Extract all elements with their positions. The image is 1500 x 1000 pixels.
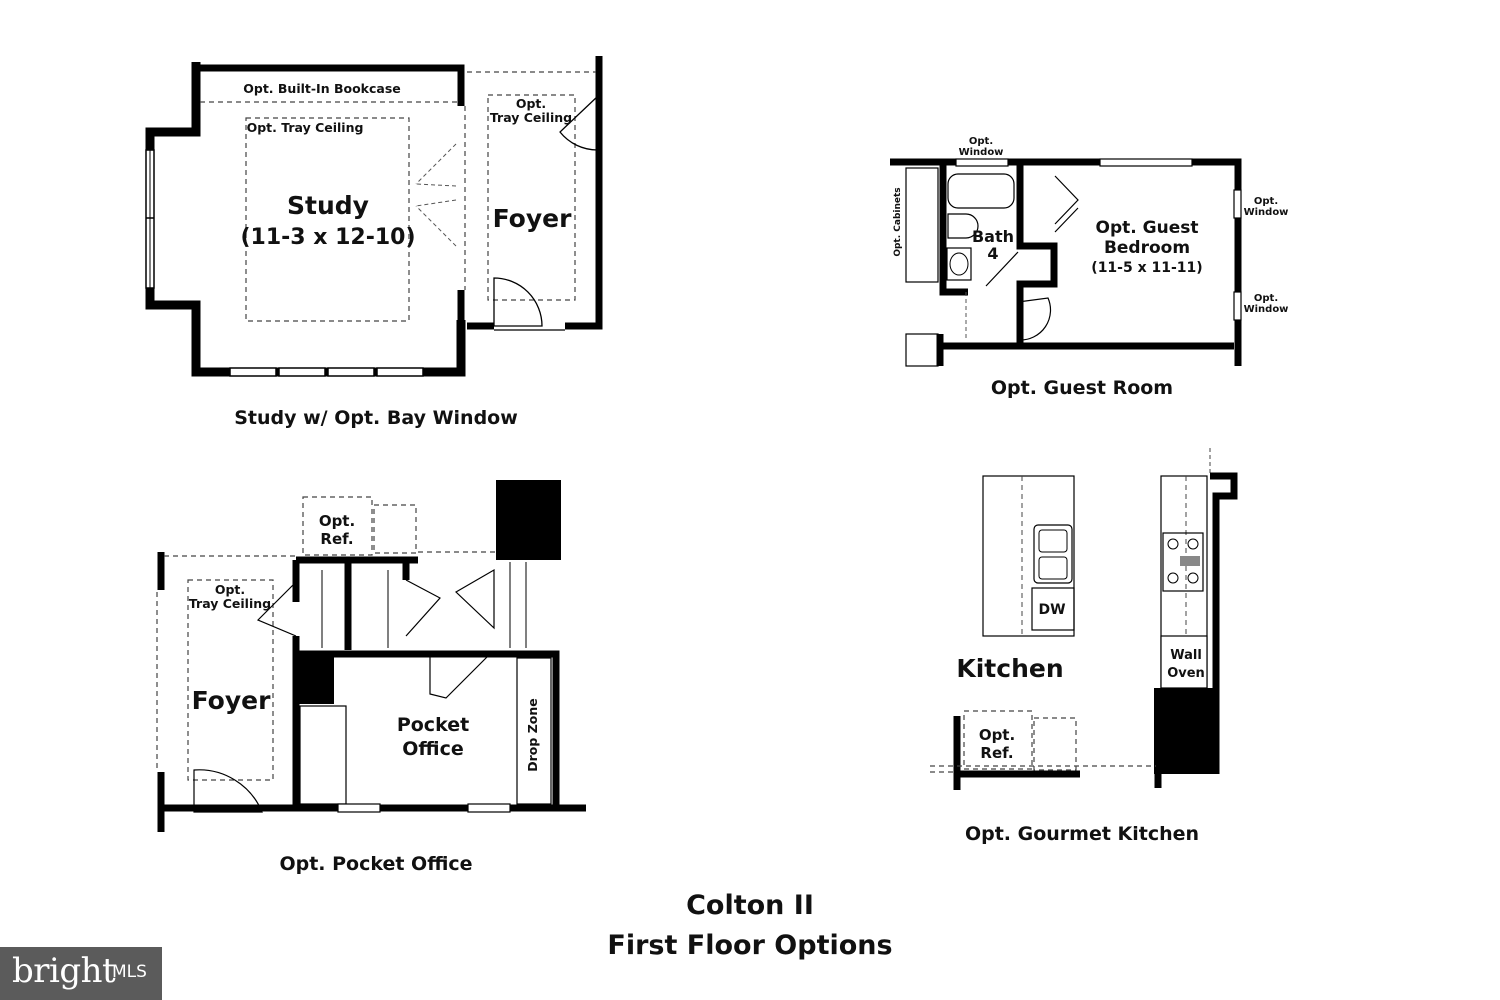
- wall-oven-label-1: Wall: [1170, 648, 1202, 663]
- pocket-window-1: [337, 803, 381, 813]
- pocket-shelves: [321, 562, 527, 648]
- kitchen-island: [982, 475, 1075, 637]
- closet-doors: [1054, 175, 1079, 233]
- foyer-walls: [467, 56, 603, 330]
- bath-door: [985, 251, 1052, 341]
- bedroom-top-window: [1099, 158, 1193, 167]
- bath-label-1: Bath: [972, 227, 1014, 246]
- pocket-tray-label-2: Tray Ceiling: [189, 596, 271, 611]
- top-window-label-2: Window: [959, 147, 1004, 158]
- bathtub: [947, 173, 1015, 209]
- pocket-column: [496, 480, 561, 560]
- office-label-2: Office: [402, 738, 464, 760]
- pocket-ref-label-1: Opt.: [319, 512, 355, 530]
- sink: [946, 247, 972, 281]
- kitchen-ref-cabinet: [1033, 717, 1077, 771]
- pocket-window-2: [467, 803, 511, 813]
- right-window-2-label-1: Opt.: [1254, 293, 1278, 304]
- top-window: [955, 158, 1009, 167]
- pocket-ref-outline: [302, 496, 373, 556]
- guest-caption: Opt. Guest Room: [990, 377, 1174, 399]
- foyer-tray-label-2: Tray Ceiling: [490, 110, 572, 125]
- bookcase-label: Opt. Built-In Bookcase: [243, 81, 401, 96]
- top-window-label-1: Opt.: [969, 136, 993, 147]
- foyer-side-door: [559, 95, 599, 151]
- foyer-label: Foyer: [493, 204, 572, 233]
- right-window-1-label-2: Window: [1244, 207, 1289, 218]
- guest-plan: Opt. Window Opt. Cabinets Bath 4 Opt. Gu…: [890, 136, 1289, 367]
- kitchen-wall: [1210, 472, 1238, 774]
- pantry-block: [1154, 688, 1216, 774]
- pocket-ref-label-2: Ref.: [320, 530, 353, 548]
- sink-bowl-1: [1038, 529, 1068, 553]
- cooktop: [1162, 532, 1204, 592]
- right-window-2-label-2: Window: [1244, 304, 1289, 315]
- dishwasher-label: DW: [1038, 602, 1065, 618]
- kitchen-lower-walls: [953, 716, 1162, 790]
- pocket-doors: [256, 568, 495, 699]
- bedroom-size: (11-5 x 11-11): [1091, 260, 1202, 276]
- study-tray-ceiling: [245, 117, 410, 322]
- study-tray-label: Opt. Tray Ceiling: [247, 120, 364, 135]
- wall-oven: [1160, 635, 1208, 689]
- watermark-brand: bright: [12, 951, 116, 991]
- kitchen-label: Kitchen: [956, 654, 1063, 683]
- office-label-1: Pocket: [397, 714, 469, 736]
- cabinets-label: Opt. Cabinets: [893, 187, 903, 256]
- study-room-name: Study: [287, 191, 369, 220]
- drop-zone-label: Drop Zone: [525, 698, 540, 771]
- bath-label-2: 4: [987, 244, 998, 263]
- guest-cabinet-2: [905, 333, 939, 367]
- right-window-1: [1233, 189, 1242, 219]
- foyer-tray-label-1: Opt.: [516, 96, 546, 111]
- foyer-tray-ceiling: [487, 94, 576, 301]
- plan-subtitle: First Floor Options: [607, 930, 893, 961]
- kitchen-ref-label-1: Opt.: [979, 726, 1015, 744]
- pocket-plan: Opt. Ref. Opt. Tray Ceiling Foyer Pocket…: [156, 480, 586, 832]
- dishwasher: [1031, 587, 1075, 631]
- double-sink: [1033, 524, 1073, 584]
- sink-basin: [949, 252, 969, 276]
- burners: [1167, 538, 1199, 584]
- pocket-front-door: [193, 769, 263, 813]
- bedroom-label-1: Opt. Guest: [1096, 218, 1199, 238]
- sink-bowl-2: [1038, 556, 1068, 580]
- plan-title: Colton II: [686, 890, 814, 921]
- kitchen-ref-label-2: Ref.: [980, 744, 1013, 762]
- griddle: [1180, 556, 1200, 566]
- study-caption: Study w/ Opt. Bay Window: [234, 407, 518, 429]
- kitchen-plan: DW Wall Oven Kitchen Opt. Ref.: [930, 448, 1238, 790]
- drop-zone-bench: [516, 657, 552, 805]
- pocket-closet: [299, 705, 347, 805]
- right-window-2: [1233, 291, 1242, 321]
- wall-oven-label-2: Oven: [1167, 666, 1205, 681]
- study-double-door: [415, 143, 457, 247]
- study-top-wall: [196, 64, 465, 106]
- kitchen-caption: Opt. Gourmet Kitchen: [964, 823, 1200, 845]
- pocket-inner-walls: [292, 556, 560, 808]
- pocket-cabinet: [373, 504, 417, 554]
- pocket-tray-ceiling: [187, 579, 274, 781]
- pocket-block: [296, 654, 334, 704]
- bedroom-label-2: Bedroom: [1104, 238, 1190, 258]
- pocket-foyer-label: Foyer: [192, 686, 271, 715]
- pocket-caption: Opt. Pocket Office: [279, 853, 473, 875]
- study-bottom-windows: [229, 367, 424, 377]
- bright-mls-watermark: bright MLS: [0, 947, 162, 1000]
- right-window-1-label-1: Opt.: [1254, 196, 1278, 207]
- guest-cabinets: [905, 167, 939, 283]
- bath-walls: [939, 162, 1058, 346]
- foyer-front-door: [493, 277, 565, 331]
- watermark-mls: MLS: [112, 962, 147, 982]
- study-room-size: (11-3 x 12-10): [240, 225, 415, 250]
- toilet: [947, 213, 979, 239]
- pocket-tray-label-1: Opt.: [215, 582, 245, 597]
- study-plan: Opt. Built-In Bookcase Opt. Tray Ceiling…: [145, 56, 603, 377]
